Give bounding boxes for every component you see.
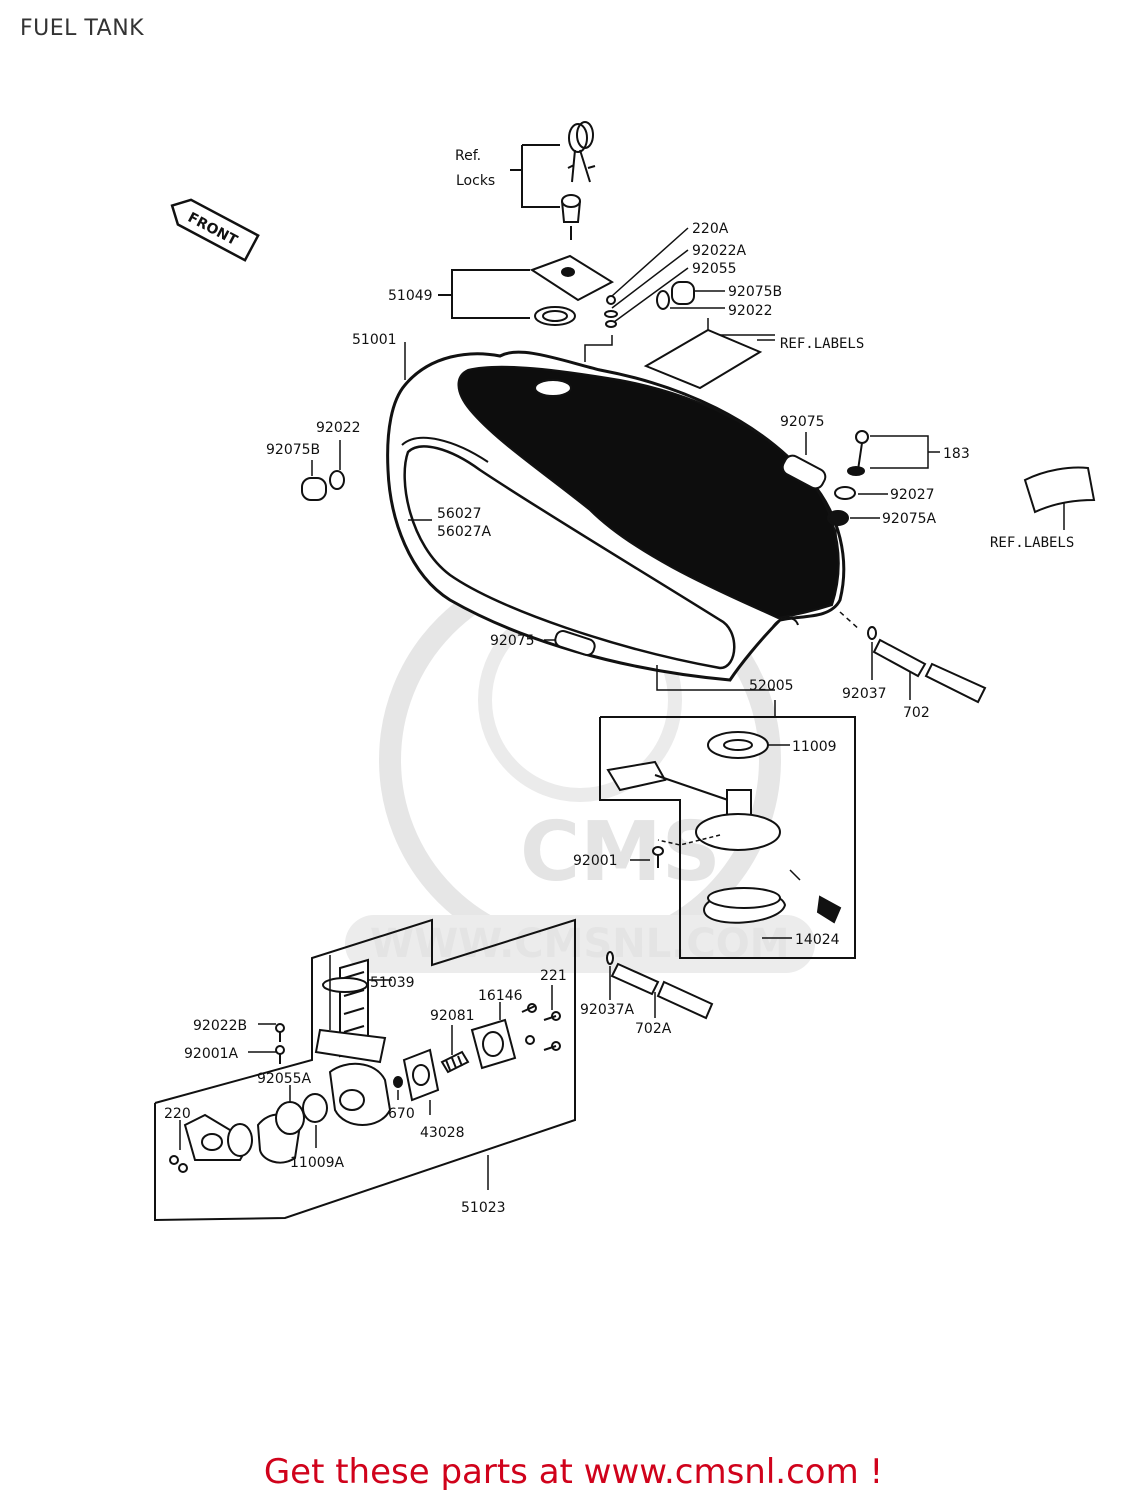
label-56027: 56027 <box>437 506 482 522</box>
label-92037A: 92037A <box>580 1002 635 1018</box>
label-11009A: 11009A <box>290 1155 345 1171</box>
fuel-hose-top <box>867 626 987 704</box>
label-92081: 92081 <box>430 1008 475 1024</box>
label-702: 702 <box>903 705 930 721</box>
fuel-tap-box <box>154 918 576 1222</box>
label-16146: 16146 <box>478 988 523 1004</box>
tank-filler-opening <box>534 379 572 397</box>
screw-92001 <box>652 846 664 868</box>
left-damper-parts <box>301 470 345 501</box>
label-92055: 92055 <box>692 261 737 277</box>
label-702A: 702A <box>635 1021 672 1037</box>
label-183: 183 <box>943 446 970 462</box>
small-bolt-parts <box>604 281 695 328</box>
ref-locks-group <box>510 121 596 240</box>
label-92022-left: 92022 <box>316 420 361 436</box>
label-14024: 14024 <box>795 932 840 948</box>
label-92027: 92027 <box>890 487 935 503</box>
label-11009: 11009 <box>792 739 837 755</box>
label-92075-bottom: 92075 <box>490 633 535 649</box>
label-221: 221 <box>540 968 567 984</box>
fuel-tap-parts <box>169 958 561 1173</box>
label-ref-labels-right: REF.LABELS <box>990 535 1074 551</box>
front-arrow: FRONT <box>170 198 260 262</box>
key-icon <box>567 121 596 183</box>
label-51023: 51023 <box>461 1200 506 1216</box>
label-670: 670 <box>388 1106 415 1122</box>
label-92075A: 92075A <box>882 511 937 527</box>
label-51001: 51001 <box>352 332 397 348</box>
lock-cylinder-icon <box>561 194 581 240</box>
ref-label-sticker-right <box>1023 466 1096 514</box>
footer-link[interactable]: Get these parts at www.cmsnl.com ! <box>263 1452 884 1492</box>
label-92001: 92001 <box>573 853 618 869</box>
label-52005: 52005 <box>749 678 794 694</box>
fuel-tank-body <box>386 350 846 682</box>
fuel-cap-assembly <box>529 254 615 326</box>
fuel-gauge-sender <box>606 731 842 924</box>
watermark-text: WWW.CMSNL.COM <box>370 921 790 967</box>
label-56027A: 56027A <box>437 524 492 540</box>
label-92055A: 92055A <box>257 1071 312 1087</box>
label-92022-top: 92022 <box>728 303 773 319</box>
label-220A: 220A <box>692 221 729 237</box>
label-92022B: 92022B <box>193 1018 247 1034</box>
label-ref-locks-2: Locks <box>456 173 495 189</box>
fuel-hose-bottom <box>606 951 714 1020</box>
label-92075B-top: 92075B <box>728 284 782 300</box>
label-92001A: 92001A <box>184 1046 239 1062</box>
label-ref-locks-1: Ref. <box>455 148 481 164</box>
label-51049: 51049 <box>388 288 433 304</box>
label-92075-right: 92075 <box>780 414 825 430</box>
right-mount-parts <box>781 430 869 526</box>
page-title: FUEL TANK <box>20 16 145 41</box>
label-43028: 43028 <box>420 1125 465 1141</box>
label-92022A: 92022A <box>692 243 747 259</box>
label-51039: 51039 <box>370 975 415 991</box>
label-92037: 92037 <box>842 686 887 702</box>
watermark-logo: CMS <box>520 805 721 900</box>
rubber-damper-bottom <box>554 630 596 656</box>
label-ref-labels-top: REF.LABELS <box>780 336 864 352</box>
ref-label-sticker-top <box>643 328 763 390</box>
fuel-gauge-box <box>599 716 856 959</box>
label-220: 220 <box>164 1106 191 1122</box>
label-92075B-left: 92075B <box>266 442 320 458</box>
